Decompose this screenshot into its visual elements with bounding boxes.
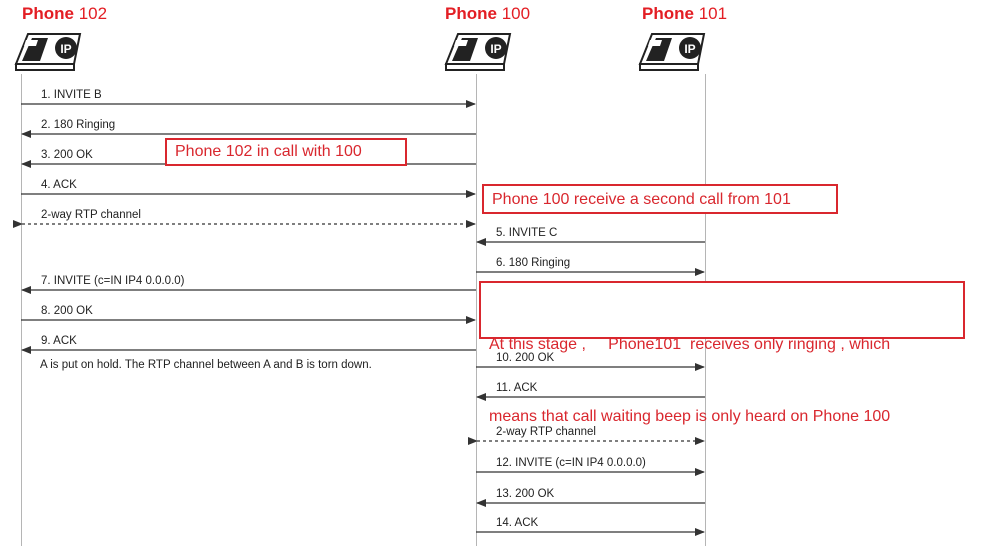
phone-100-title-number: 100 [501, 4, 531, 23]
annotation-second-call: Phone 100 receive a second call from 101 [482, 184, 838, 214]
phone-101-title-word: Phone [642, 4, 694, 23]
lifeline-102 [21, 74, 22, 546]
message-label-8: 7. INVITE (c=IN IP4 0.0.0.0) [41, 275, 185, 287]
message-label-7: 6. 180 Ringing [496, 257, 570, 269]
ip-phone-icon-102: IP [14, 33, 82, 71]
ip-phone-icon-101: IP [638, 33, 706, 71]
message-label-9: 8. 200 OK [41, 305, 93, 317]
ip-phone-icon-100: IP [444, 33, 512, 71]
message-label-15: 13. 200 OK [496, 488, 555, 500]
message-label-12: 11. ACK [496, 382, 538, 394]
phone-101-title: Phone 101 [642, 4, 727, 24]
ip-badge-100: IP [490, 42, 501, 56]
message-label-13: 2-way RTP channel [496, 426, 596, 438]
message-label-2: 2. 180 Ringing [41, 119, 115, 131]
phone-100-title-word: Phone [445, 4, 497, 23]
lifeline-100 [476, 74, 477, 546]
message-label-11: 10. 200 OK [496, 352, 555, 364]
ip-badge-102: IP [60, 42, 71, 56]
phone-101-title-number: 101 [698, 4, 728, 23]
phone-102-title: Phone 102 [22, 4, 107, 24]
message-label-1: 1. INVITE B [41, 89, 102, 101]
annotation-call-waiting-line-2: means that call waiting beep is only hea… [489, 408, 891, 425]
annotation-call-with-100: Phone 102 in call with 100 [165, 138, 407, 166]
message-label-10: 9. ACK [41, 335, 77, 347]
phone-100-title: Phone 100 [445, 4, 530, 24]
message-label-3: 3. 200 OK [41, 149, 93, 161]
annotation-call-waiting-line-1: At this stage , Phone101 receives only r… [489, 336, 891, 353]
annotation-call-waiting: At this stage , Phone101 receives only r… [479, 281, 965, 425]
message-label-14: 12. INVITE (c=IN IP4 0.0.0.0) [496, 457, 646, 469]
message-label-5: 2-way RTP channel [41, 209, 141, 221]
phone-102-title-word: Phone [22, 4, 74, 23]
message-label-6: 5. INVITE C [496, 227, 557, 239]
phone-102-title-number: 102 [78, 4, 108, 23]
message-label-16: 14. ACK [496, 517, 539, 529]
message-label-4: 4. ACK [41, 179, 77, 191]
hold-note-text: A is put on hold. The RTP channel betwee… [40, 359, 372, 371]
ip-badge-101: IP [684, 42, 695, 56]
